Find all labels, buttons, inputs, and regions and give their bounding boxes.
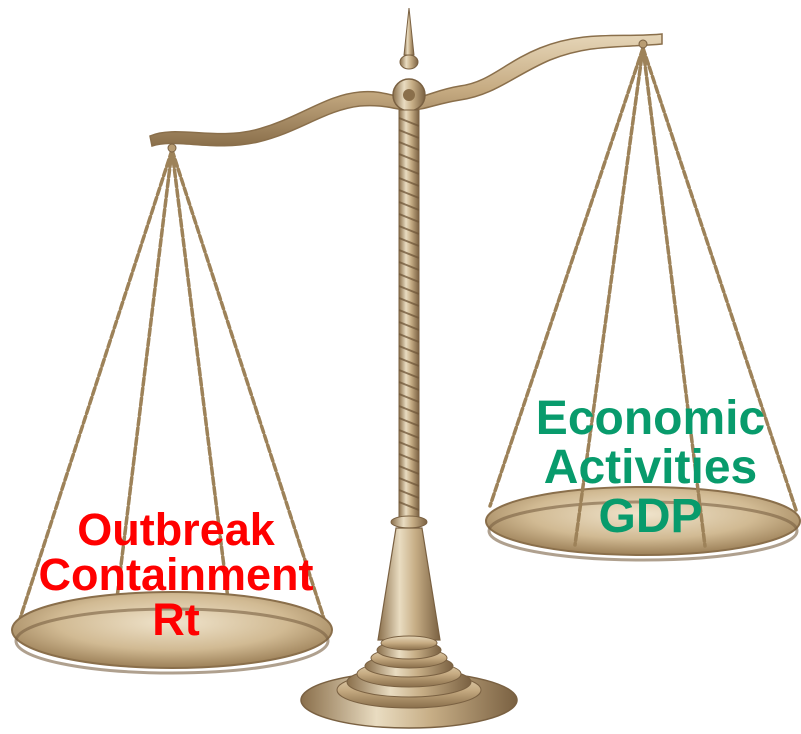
scale-finial [392, 7, 426, 112]
right-pan [485, 486, 801, 562]
scale-base [300, 635, 518, 729]
activities-label: Activities [543, 441, 758, 494]
containment-label: Containment [38, 549, 314, 600]
scale-beam [149, 33, 663, 153]
right-chains [488, 46, 798, 548]
right-pan-caption: Economic Activities GDP [500, 394, 801, 541]
economic-label: Economic [535, 392, 766, 445]
gdp-label: GDP [598, 490, 703, 543]
left-chains [16, 148, 328, 657]
rt-label: Rt [152, 594, 200, 645]
outbreak-label: Outbreak [77, 504, 275, 555]
left-pan [11, 591, 333, 675]
scale-column [377, 109, 441, 641]
left-pan-caption: Outbreak Containment Rt [0, 507, 352, 642]
